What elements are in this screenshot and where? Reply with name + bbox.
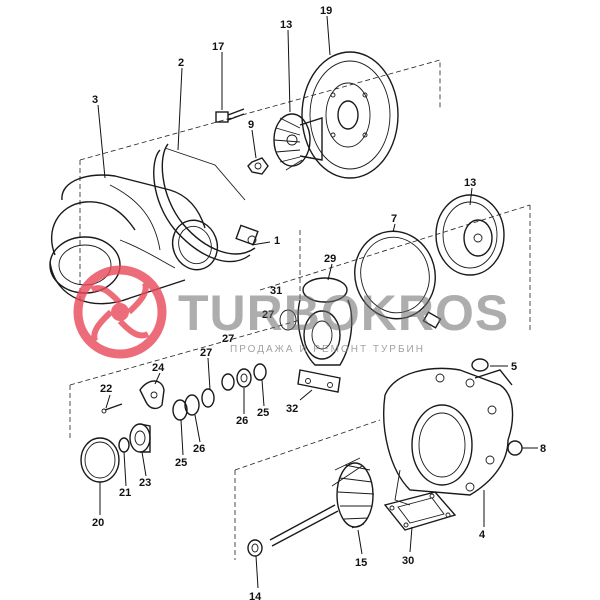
gasket [383, 491, 457, 531]
callout-22: 22 [100, 383, 112, 395]
compressor-wheel [273, 113, 323, 171]
callout-32: 32 [286, 403, 298, 415]
callout-14: 14 [249, 591, 262, 600]
callout-13-top: 13 [280, 19, 292, 31]
callout-29: 29 [324, 253, 336, 265]
callout-23: 23 [139, 477, 151, 489]
callout-27-low: 27 [200, 347, 212, 359]
leader-lines [97, 15, 538, 589]
callout-25-left: 25 [175, 457, 187, 469]
callout-26-left: 26 [193, 443, 205, 455]
turbine-housing [383, 367, 514, 506]
callout-17: 17 [212, 41, 224, 53]
callout-7: 7 [391, 213, 397, 225]
watermark-tagline: ПРОДАЖА И РЕМОНТ ТУРБИН [230, 344, 425, 355]
callout-2: 2 [178, 57, 184, 69]
callout-21: 21 [119, 487, 131, 499]
turbokros-logo-icon [73, 265, 167, 359]
heat-shield [435, 194, 505, 276]
callout-4: 4 [479, 529, 486, 541]
turbine-shaft-wheel [269, 457, 375, 547]
assembly-guide-lines [69, 59, 531, 560]
watermark: TURBOKROS ПРОДАЖА И РЕМОНТ ТУРБИН [73, 265, 509, 359]
bolt-17 [215, 108, 245, 123]
backplate [301, 51, 399, 179]
callout-labels: 3 2 17 13 19 9 1 13 7 29 31 27 27 27 32 … [92, 5, 546, 600]
thrust-bearing-parts [101, 363, 267, 453]
plug-8 [507, 440, 523, 456]
callout-27-left: 27 [222, 333, 234, 345]
callout-13-right: 13 [464, 177, 476, 189]
clamp-ring [354, 230, 442, 329]
callout-27-mid: 27 [262, 309, 274, 321]
callout-9: 9 [248, 119, 254, 131]
callout-15: 15 [355, 557, 367, 569]
piston-ring [247, 539, 263, 557]
callout-31: 31 [270, 285, 282, 297]
callout-25-right: 25 [257, 407, 269, 419]
callout-26-right: 26 [236, 415, 248, 427]
callout-20: 20 [92, 517, 104, 529]
callout-5: 5 [511, 361, 517, 373]
nut-9 [247, 157, 269, 175]
callout-1: 1 [274, 235, 280, 247]
o-ring [80, 437, 120, 483]
plug-5 [471, 358, 489, 372]
bearing-housing-insert [279, 277, 353, 393]
clamp-band [153, 143, 259, 263]
callout-3: 3 [92, 94, 98, 106]
callout-30: 30 [402, 555, 414, 567]
callout-19: 19 [320, 5, 332, 17]
callout-24: 24 [152, 362, 165, 374]
callout-8: 8 [540, 443, 546, 455]
watermark-brand: TURBOKROS [178, 285, 509, 341]
